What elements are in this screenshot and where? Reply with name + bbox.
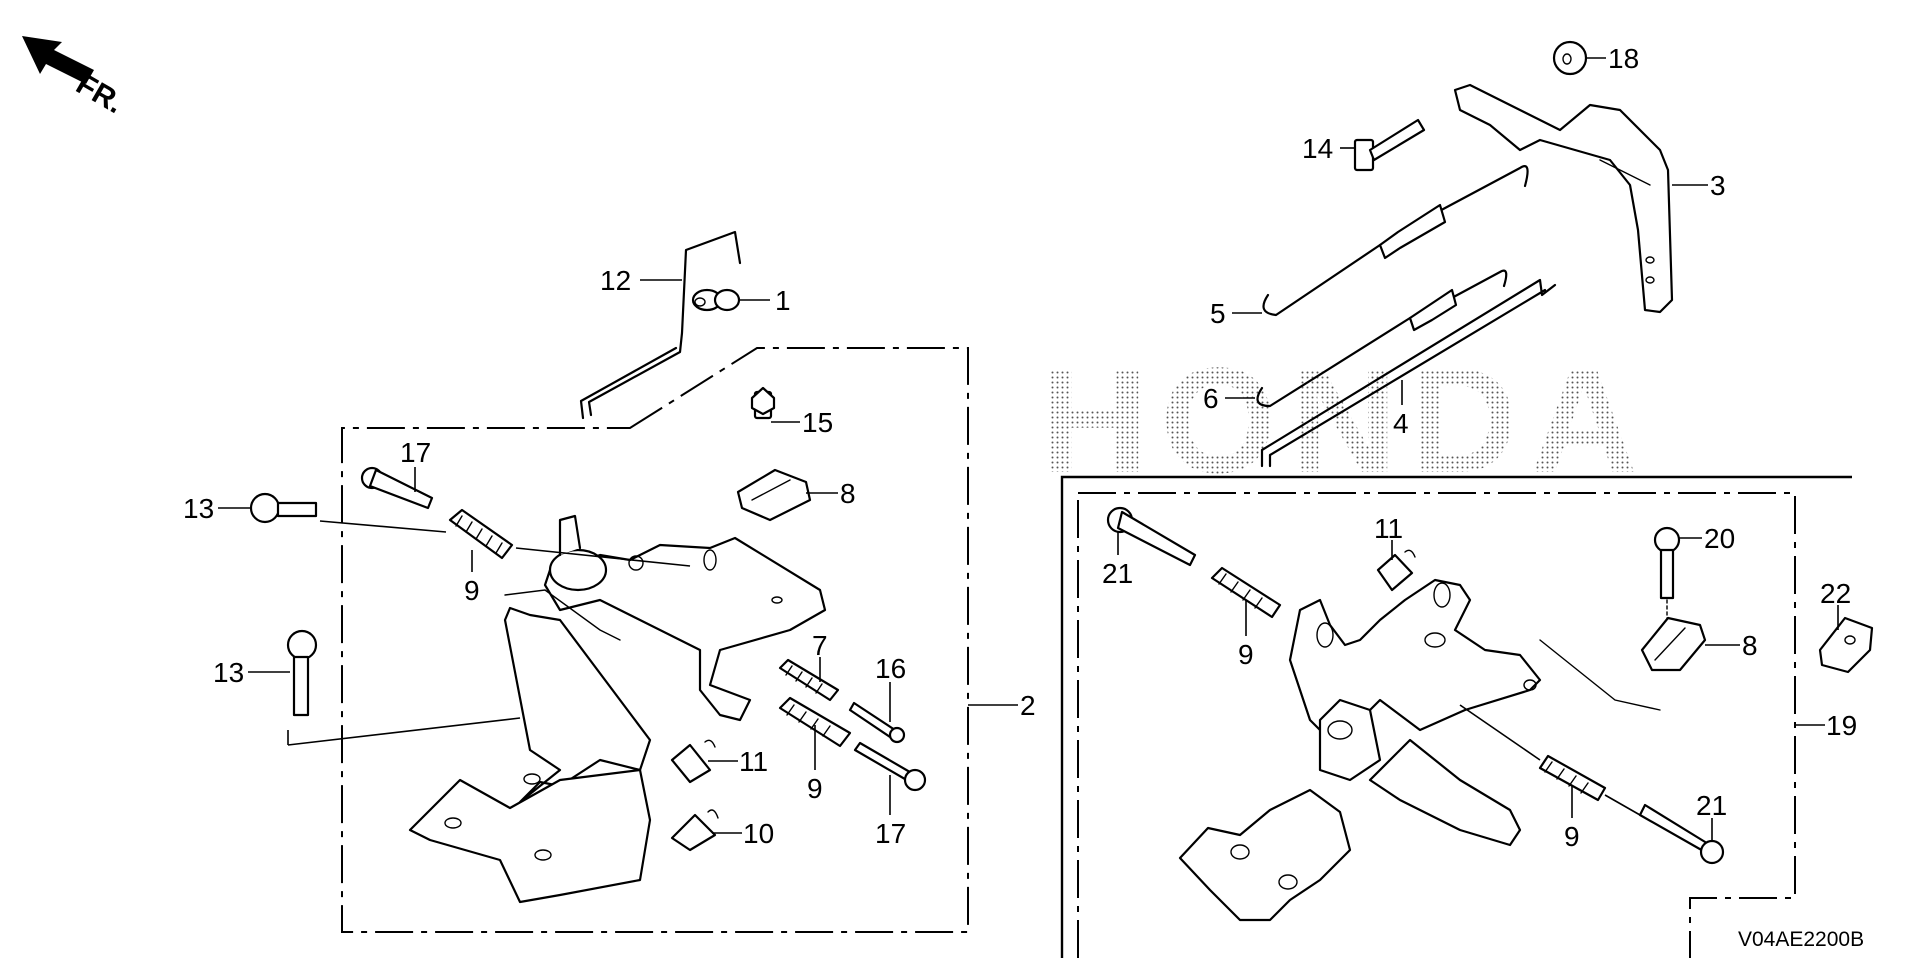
part-13-bolt-upper[interactable]: [249, 492, 318, 524]
part-13-bolt-lower[interactable]: [286, 629, 318, 717]
part-8-cable-clamp-right[interactable]: [1640, 616, 1707, 672]
part-9-spring-right-upper[interactable]: [1210, 566, 1282, 619]
callouts: 1 2 3 4 5 6 7 8 8 9 9 9 9: [183, 43, 1857, 852]
callout-17-upper[interactable]: 17: [400, 437, 431, 468]
part-2-control-base-left[interactable]: [408, 514, 827, 904]
callout-9-left-lower[interactable]: 9: [807, 773, 823, 804]
part-9-spring-right-lower[interactable]: [1538, 754, 1607, 802]
part-21-bolt-lower[interactable]: [1638, 803, 1725, 865]
part-18-nut[interactable]: [1552, 40, 1588, 76]
callout-4[interactable]: 4: [1393, 408, 1409, 439]
callout-16[interactable]: 16: [875, 653, 906, 684]
part-1-rod-clip[interactable]: [691, 288, 741, 312]
callout-8-right[interactable]: 8: [1742, 630, 1758, 661]
callout-2[interactable]: 2: [1020, 690, 1036, 721]
part-17-bolt-upper[interactable]: [360, 466, 434, 510]
callout-21-lower[interactable]: 21: [1696, 790, 1727, 821]
callout-13-lower[interactable]: 13: [213, 657, 244, 688]
callout-13-upper[interactable]: 13: [183, 493, 214, 524]
part-11-spring-right[interactable]: [1376, 549, 1416, 592]
callout-5[interactable]: 5: [1210, 298, 1226, 329]
part-15-screw[interactable]: [750, 386, 776, 420]
part-9-spring-lower[interactable]: [778, 696, 852, 748]
part-5-spring-rod[interactable]: [1262, 165, 1529, 317]
leader-13-to-bracket: [319, 520, 447, 533]
front-direction-arrow-icon: FR.: [22, 36, 129, 120]
callout-9-left-upper[interactable]: 9: [464, 575, 480, 606]
callout-9-right-upper[interactable]: 9: [1238, 639, 1254, 670]
part-8-cable-clamp-left[interactable]: [736, 468, 812, 522]
callout-17-lower[interactable]: 17: [875, 818, 906, 849]
callout-20[interactable]: 20: [1704, 523, 1735, 554]
assembly-2-outline: [341, 347, 969, 933]
part-4-throttle-rod[interactable]: [1260, 278, 1557, 468]
part-16-screw[interactable]: [848, 701, 906, 744]
callout-11-right[interactable]: 11: [1374, 513, 1403, 544]
leader-9-to-bracket: [515, 547, 691, 567]
callout-19[interactable]: 19: [1826, 710, 1857, 741]
callout-12[interactable]: 12: [600, 265, 631, 296]
leader-9-right: [1459, 704, 1541, 761]
part-19-control-base-right[interactable]: [1178, 578, 1661, 922]
part-14-bolt[interactable]: [1353, 118, 1426, 172]
part-7-spring[interactable]: [778, 658, 840, 702]
assembly-19-outline: [1077, 492, 1796, 958]
leader-13b-to-bracket: [287, 717, 521, 746]
part-6-spring-rod[interactable]: [1256, 269, 1508, 408]
part-3-control-lever[interactable]: [1453, 83, 1674, 314]
assembly-19-outer-frame: [1060, 475, 1852, 958]
part-12-governor-rod[interactable]: [579, 230, 742, 420]
honda-watermark: HONDA: [1040, 336, 1650, 504]
callout-21-upper[interactable]: 21: [1102, 558, 1133, 589]
callout-11-left[interactable]: 11: [739, 746, 768, 777]
callout-8-left[interactable]: 8: [840, 478, 856, 509]
callout-7[interactable]: 7: [812, 630, 828, 661]
part-11-spring-left[interactable]: [670, 739, 716, 784]
callout-14[interactable]: 14: [1302, 133, 1333, 164]
callout-9-right-lower[interactable]: 9: [1564, 821, 1580, 852]
callout-3[interactable]: 3: [1710, 170, 1726, 201]
callout-22[interactable]: 22: [1820, 578, 1851, 609]
callout-10[interactable]: 10: [743, 818, 774, 849]
callout-1[interactable]: 1: [775, 285, 791, 316]
part-22-clip[interactable]: [1818, 616, 1874, 674]
leader-21-right: [1604, 794, 1641, 816]
callout-18[interactable]: 18: [1608, 43, 1639, 74]
callout-6[interactable]: 6: [1203, 383, 1219, 414]
part-10-spring[interactable]: [670, 809, 719, 852]
diagram-code: V04AE2200B: [1738, 928, 1864, 951]
part-9-spring-left[interactable]: [448, 508, 514, 560]
part-21-bolt-upper[interactable]: [1106, 506, 1197, 567]
part-17-bolt-lower[interactable]: [853, 741, 927, 792]
part-20-screw[interactable]: [1653, 526, 1681, 629]
callout-15[interactable]: 15: [802, 407, 833, 438]
